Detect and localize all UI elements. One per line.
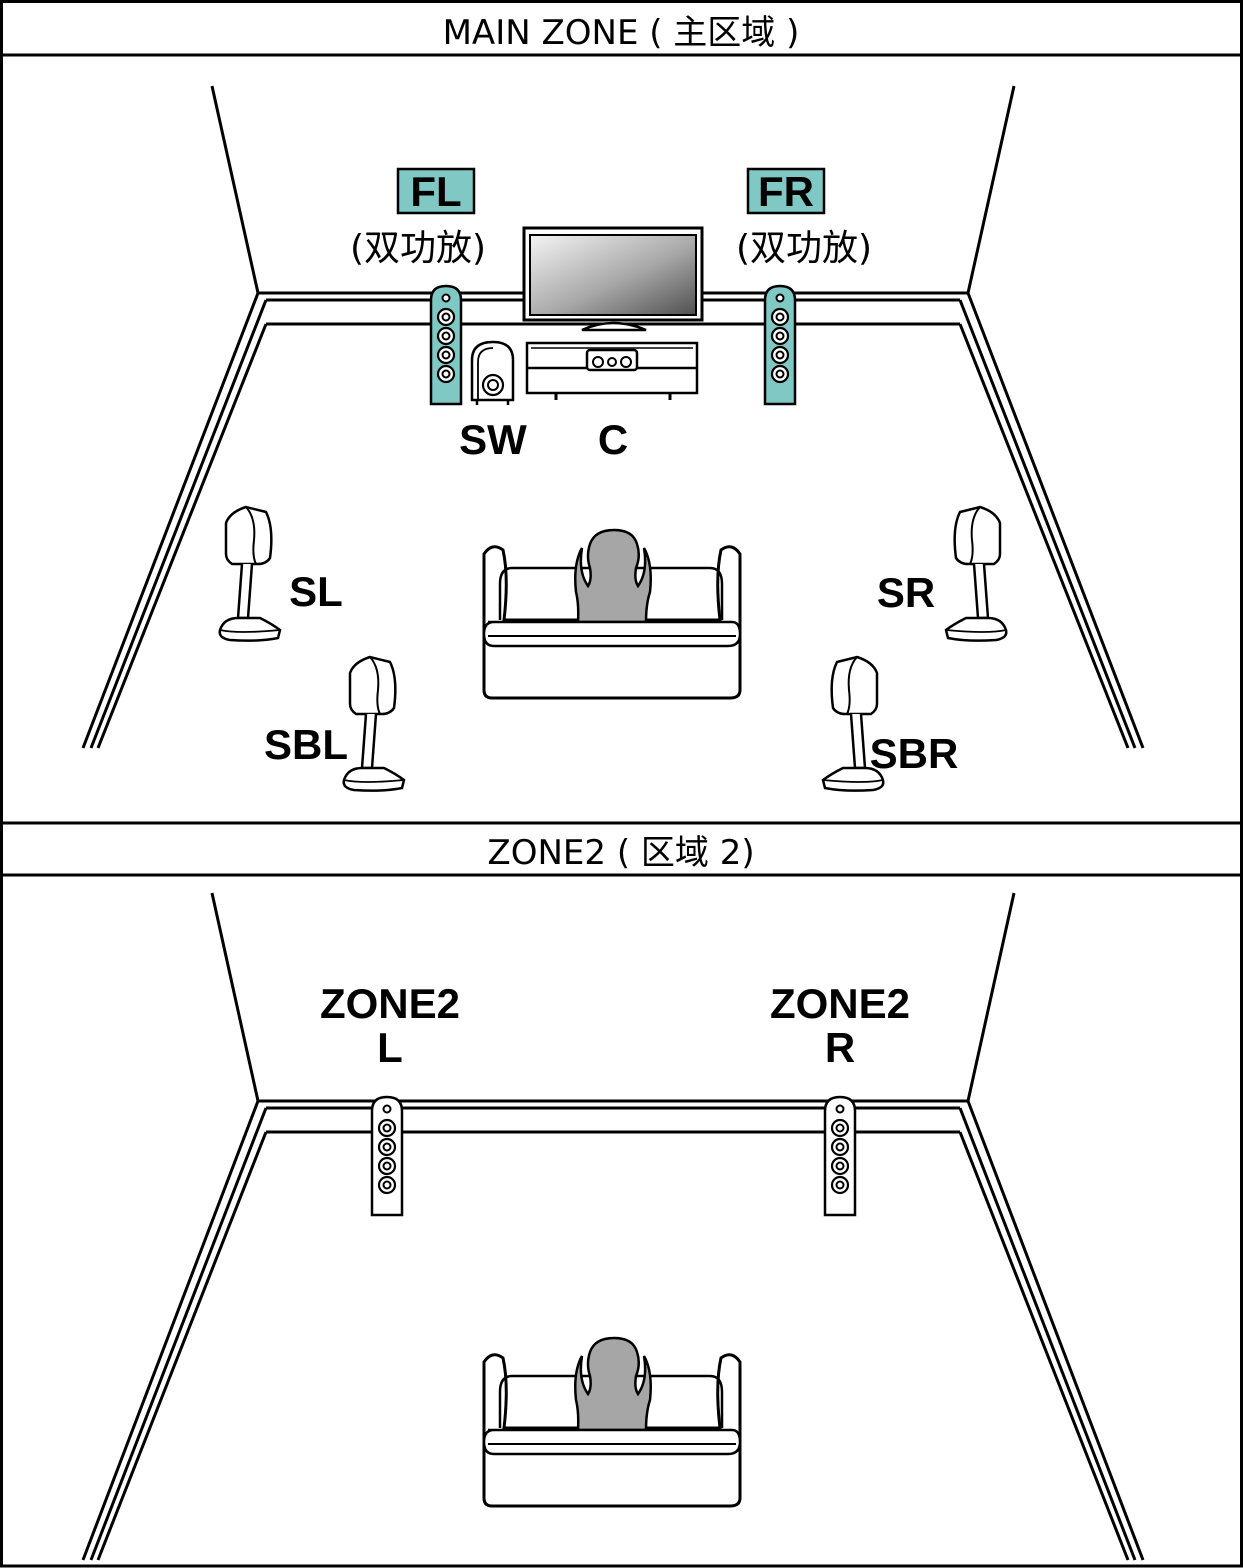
main-zone-title: MAIN ZONE ( 主区域 ): [443, 13, 800, 53]
zone2-right-speaker: [823, 1095, 857, 1217]
subwoofer-speaker: [470, 340, 515, 405]
fl-label: FL: [410, 168, 461, 215]
zone2-left-label-line2: L: [377, 1024, 403, 1071]
sw-label: SW: [459, 416, 527, 463]
front-right-speaker: [763, 284, 797, 406]
zone2-left-label-line1: ZONE2: [320, 980, 460, 1027]
center-speaker: [585, 348, 639, 372]
sbr-label: SBR: [870, 730, 959, 777]
sl-label: SL: [289, 568, 343, 615]
zone2-right-label-line1: ZONE2: [770, 980, 910, 1027]
fr-label: FR: [758, 168, 814, 215]
tv-set: [522, 226, 704, 400]
fl-biamp-note: (双功放): [350, 228, 486, 269]
zone2-right-label-line2: R: [825, 1024, 855, 1071]
c-label: C: [598, 416, 628, 463]
zone2-panel: ZONE2 ( 区域 2) ZONE2 L ZONE2 R: [0, 821, 1243, 1568]
front-left-speaker: [429, 284, 463, 406]
main-zone-panel: MAIN ZONE ( 主区域 ): [0, 0, 1243, 825]
zone2-left-speaker: [370, 1095, 404, 1217]
sbl-label: SBL: [264, 721, 348, 768]
fr-label-box: FR: [746, 167, 826, 215]
sr-label: SR: [877, 569, 935, 616]
fr-biamp-note: (双功放): [736, 228, 872, 269]
zone2-title: ZONE2 ( 区域 2): [487, 833, 754, 873]
fl-label-box: FL: [396, 167, 476, 215]
